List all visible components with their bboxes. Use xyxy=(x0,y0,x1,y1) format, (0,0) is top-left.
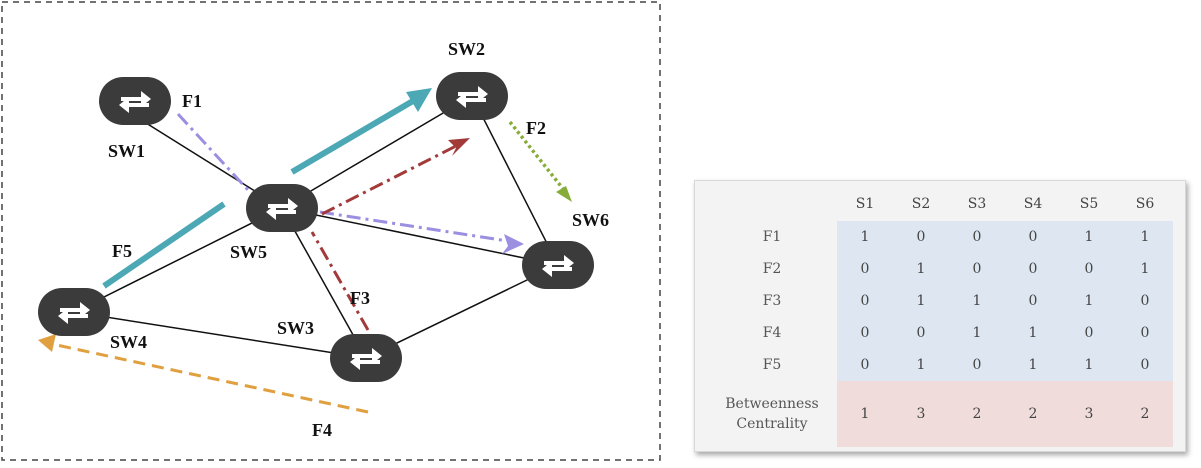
table-cell: 1 xyxy=(1005,317,1061,349)
label-sw1: SW1 xyxy=(108,141,145,161)
label-sw6: SW6 xyxy=(572,210,609,230)
label-sw5: SW5 xyxy=(230,242,267,262)
table-cell: 1 xyxy=(1061,349,1117,381)
table-cell: 1 xyxy=(837,221,893,253)
centrality-label: Betweenness Centrality xyxy=(707,381,837,447)
table-cell: 1 xyxy=(949,285,1005,317)
column-header: S2 xyxy=(911,196,931,212)
table-cell: 1 xyxy=(1117,253,1173,285)
column-header: S3 xyxy=(967,196,987,212)
table-cell: 1 xyxy=(893,253,949,285)
table-cell: 0 xyxy=(1117,349,1173,381)
table-cell: 0 xyxy=(1005,253,1061,285)
table-cell: 0 xyxy=(1061,253,1117,285)
table-cell: 1 xyxy=(893,285,949,317)
centrality-cell: 3 xyxy=(893,381,949,447)
network-diagram: SW1 SW2 SW3 SW4 SW5 SW6 F1 F2 F3 F4 F5 xyxy=(1,1,661,461)
table-cell: 0 xyxy=(949,253,1005,285)
row-label: F5 xyxy=(762,357,782,373)
table-header-row: S1 S2 S3 S4 S5 S6 xyxy=(707,187,1173,221)
link-sw5-sw3 xyxy=(281,207,367,359)
table-cell: 0 xyxy=(1005,221,1061,253)
switch-sw1 xyxy=(99,77,171,125)
column-header: S6 xyxy=(1135,196,1155,212)
table-cell: 1 xyxy=(1061,285,1117,317)
link-sw5-sw4 xyxy=(73,207,283,313)
switch-sw3 xyxy=(330,334,402,382)
table-cell: 0 xyxy=(1117,285,1173,317)
row-label: F4 xyxy=(762,325,782,341)
betweenness-table: S1 S2 S3 S4 S5 S6 F1 1 0 0 0 1 1 F2 0 1 xyxy=(707,187,1173,447)
centrality-label-line2: Centrality xyxy=(736,416,808,432)
centrality-row: Betweenness Centrality 1 3 2 2 3 2 xyxy=(707,381,1173,447)
table-cell: 1 xyxy=(1005,349,1061,381)
flow-f3 xyxy=(310,138,470,331)
label-f5: F5 xyxy=(112,241,132,261)
flow-f1 xyxy=(176,112,524,254)
label-sw2: SW2 xyxy=(448,39,485,59)
link-sw4-sw3 xyxy=(73,311,367,359)
table-cell: 0 xyxy=(949,221,1005,253)
table-row: F5 0 1 0 1 1 0 xyxy=(707,349,1173,381)
centrality-cell: 2 xyxy=(1117,381,1173,447)
switch-sw5 xyxy=(246,184,318,232)
link-sw2-sw6 xyxy=(471,95,559,266)
centrality-cell: 2 xyxy=(949,381,1005,447)
table-cell: 0 xyxy=(893,221,949,253)
label-sw3: SW3 xyxy=(277,318,314,338)
column-header: S1 xyxy=(855,196,875,212)
label-f2: F2 xyxy=(526,118,546,138)
switch-sw4 xyxy=(38,288,110,336)
table-row: F4 0 0 1 1 0 0 xyxy=(707,317,1173,349)
table-corner xyxy=(707,187,837,221)
row-label: F1 xyxy=(762,229,782,245)
label-sw4: SW4 xyxy=(110,332,147,352)
flow-f5 xyxy=(102,88,432,289)
diagram-frame xyxy=(1,1,661,461)
label-f1: F1 xyxy=(182,91,202,111)
table-cell: 0 xyxy=(1005,285,1061,317)
table-cell: 0 xyxy=(837,285,893,317)
column-header: S5 xyxy=(1079,196,1099,212)
centrality-cell: 3 xyxy=(1061,381,1117,447)
table-cell: 0 xyxy=(1117,317,1173,349)
table-row: F2 0 1 0 0 0 1 xyxy=(707,253,1173,285)
row-label: F3 xyxy=(762,293,782,309)
centrality-label-line1: Betweenness xyxy=(725,396,819,412)
table-row: F1 1 0 0 0 1 1 xyxy=(707,221,1173,253)
table-cell: 1 xyxy=(1061,221,1117,253)
label-f3: F3 xyxy=(350,288,370,308)
betweenness-table-card: S1 S2 S3 S4 S5 S6 F1 1 0 0 0 1 1 F2 0 1 xyxy=(694,180,1186,452)
table-cell: 1 xyxy=(893,349,949,381)
table-cell: 0 xyxy=(949,349,1005,381)
table-cell: 1 xyxy=(949,317,1005,349)
link-sw3-sw6 xyxy=(365,264,559,359)
centrality-cell: 2 xyxy=(1005,381,1061,447)
table-cell: 0 xyxy=(837,317,893,349)
label-f4: F4 xyxy=(312,420,332,440)
table-cell: 0 xyxy=(893,317,949,349)
table-cell: 0 xyxy=(837,349,893,381)
links xyxy=(73,95,559,359)
flow-f4 xyxy=(38,334,369,414)
switch-sw6 xyxy=(522,241,594,289)
switch-sw2 xyxy=(436,72,508,120)
table-cell: 0 xyxy=(1061,317,1117,349)
row-label: F2 xyxy=(762,261,782,277)
table-cell: 1 xyxy=(1117,221,1173,253)
link-sw5-sw2 xyxy=(281,95,473,209)
table-cell: 0 xyxy=(837,253,893,285)
centrality-cell: 1 xyxy=(837,381,893,447)
table-row: F3 0 1 1 0 1 0 xyxy=(707,285,1173,317)
flow-f2 xyxy=(508,120,572,202)
column-header: S4 xyxy=(1023,196,1043,212)
link-sw5-sw6 xyxy=(281,207,559,266)
